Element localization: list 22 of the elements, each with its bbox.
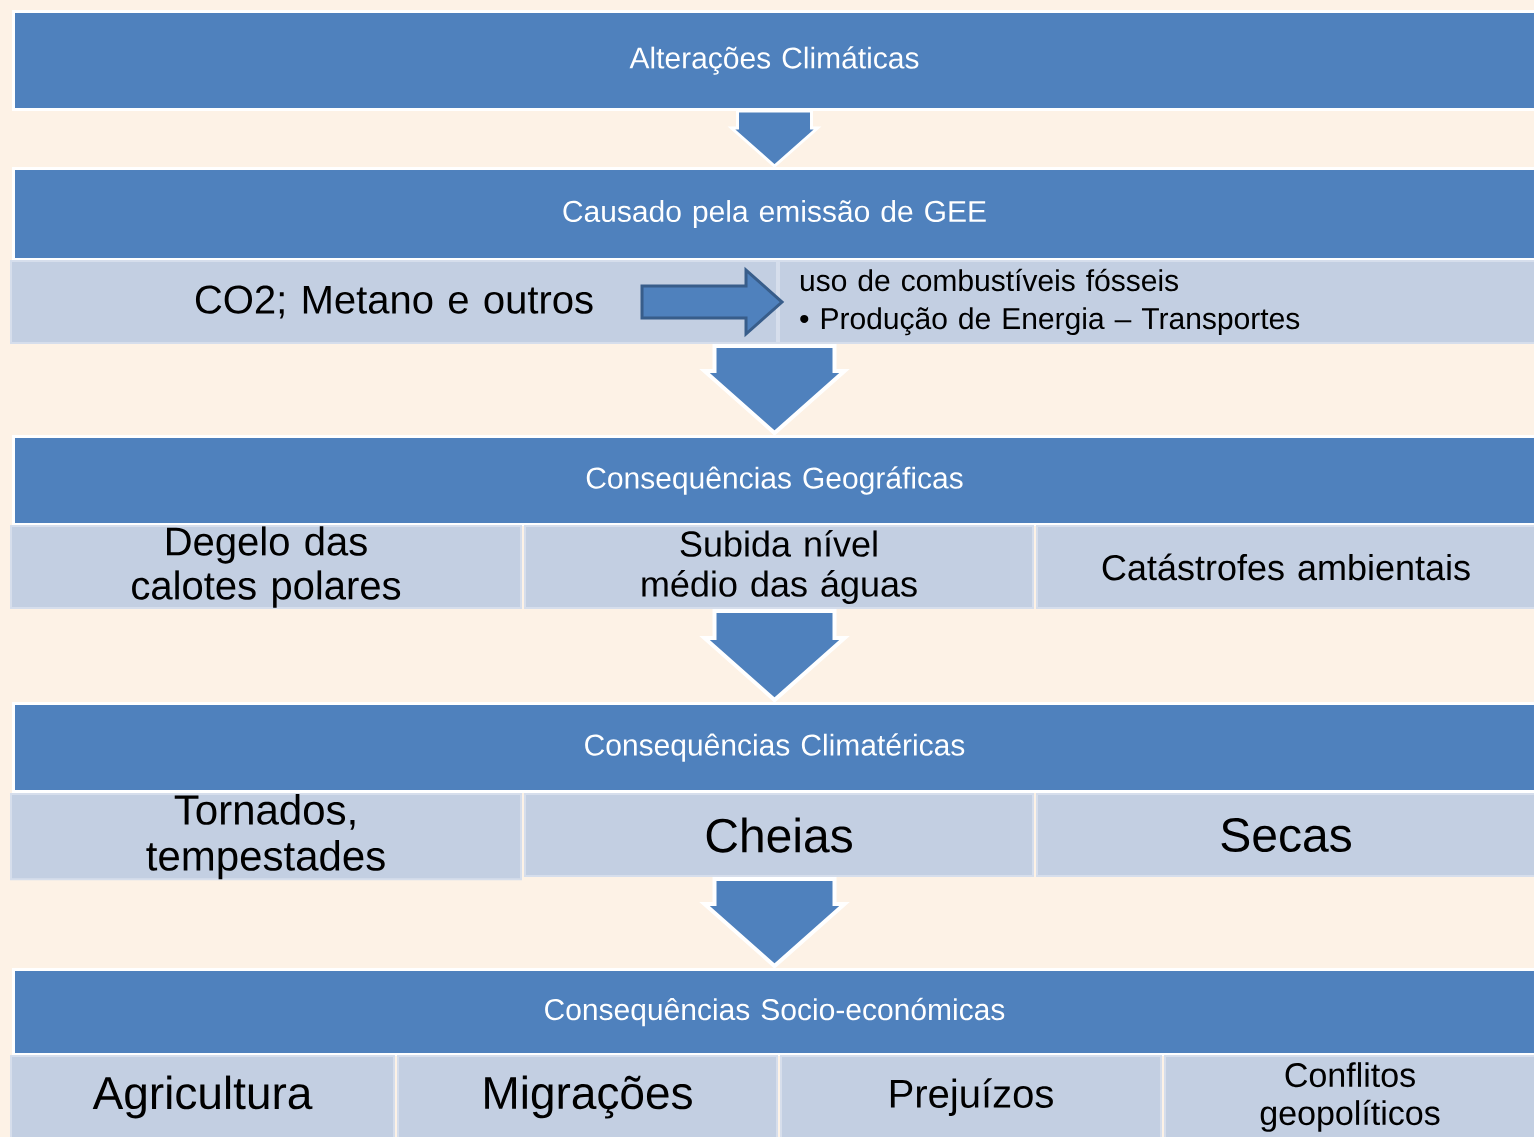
text-box: Cheias [524,793,1034,877]
text-box: Prejuízos [780,1055,1162,1137]
header-band: Alterações Climáticas [12,10,1534,111]
text-box: Degelo das calotes polares [10,525,522,609]
text-box: Catástrofes ambientais [1036,525,1534,609]
text-box: uso de combustíveis fósseis • Produção de Energia – Transportes [778,260,1534,344]
block-arrow [699,344,850,436]
text-box: CO2; Metano e outros [10,260,778,344]
text-box: Conflitos geopolíticos [1164,1055,1534,1137]
header-band: Consequências Climatéricas [12,702,1534,793]
text-box: Subida nível médio das águas [524,525,1034,609]
text-box: Agricultura [10,1055,395,1137]
text-box: Tornados, tempestades [10,793,522,881]
block-arrow [727,109,822,168]
block-arrow [699,877,850,969]
text-box: Secas [1036,793,1534,877]
text-box: Migrações [397,1055,778,1137]
header-band: Causado pela emissão de GEE [12,167,1534,261]
header-band: Consequências Socio-económicas [12,968,1534,1056]
header-band: Consequências Geográficas [12,435,1534,526]
block-arrow [640,266,785,338]
block-arrow [699,609,850,703]
